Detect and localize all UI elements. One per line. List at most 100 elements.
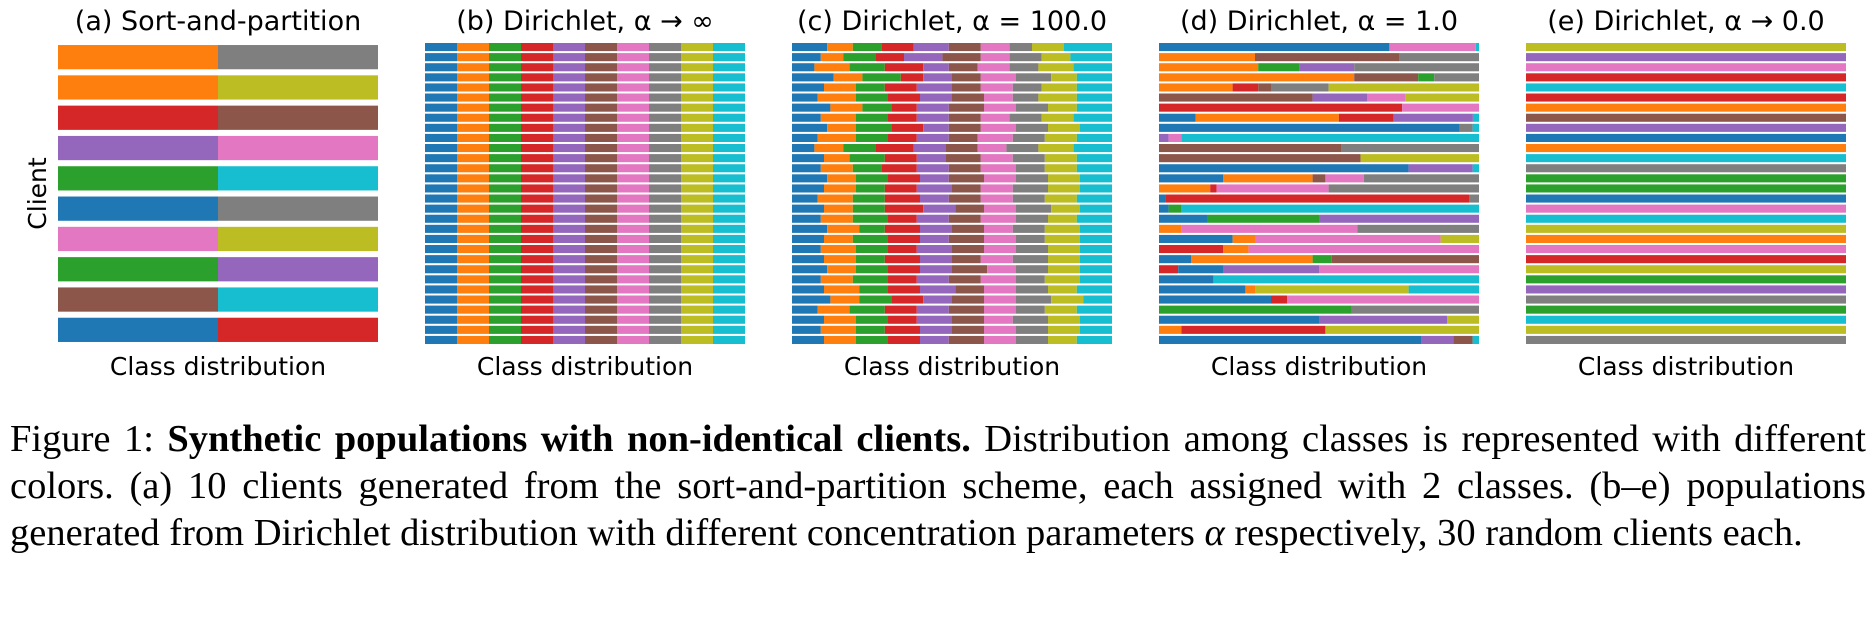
bar-segment <box>955 285 984 294</box>
bar-segment <box>923 63 949 72</box>
bar-segment <box>1434 73 1479 82</box>
bar-segment <box>681 204 713 213</box>
bar-segment <box>1048 335 1077 344</box>
bar-segment <box>1159 265 1179 274</box>
bar-segment <box>980 275 1016 284</box>
bar-segment <box>1159 275 1214 284</box>
bar-segment <box>585 43 617 52</box>
bar-segment <box>218 166 378 191</box>
bar-segment <box>457 83 489 92</box>
bar-segment <box>489 174 521 183</box>
bar-segment <box>1402 103 1479 112</box>
bar-segment <box>827 265 856 274</box>
bar-segment <box>681 73 713 82</box>
bar-segment <box>792 214 821 223</box>
bar-segment <box>713 285 745 294</box>
bar-segment <box>916 154 946 163</box>
bar-segment <box>1213 275 1479 284</box>
bar-segment <box>980 83 1013 92</box>
bar-segment <box>884 325 920 334</box>
bar-segment <box>820 245 856 254</box>
bar-segment <box>856 325 885 334</box>
bar-segment <box>649 123 681 132</box>
bar-segment <box>849 154 885 163</box>
bar-segment <box>824 255 856 264</box>
bar-segment <box>884 83 917 92</box>
bar-segment <box>1526 73 1846 82</box>
caption-text-1: Distribution among classes is represente… <box>10 418 1867 554</box>
bar-segment <box>792 194 818 203</box>
bar-segment <box>1159 184 1211 193</box>
bar-segment <box>553 133 585 142</box>
bar-segment <box>617 133 649 142</box>
bar-segment <box>1041 113 1074 122</box>
bar-segment <box>1325 325 1479 334</box>
bar-segment <box>980 194 1013 203</box>
bar-segment <box>521 305 553 314</box>
bar-segment <box>457 194 489 203</box>
bar-segment <box>521 214 553 223</box>
bar-segment <box>425 164 457 173</box>
bar-segment <box>1009 63 1039 72</box>
bar-segment <box>521 335 553 344</box>
bar-segment <box>218 45 378 70</box>
bar-segment <box>649 245 681 254</box>
bar-segment <box>792 184 824 193</box>
bar-segment <box>1408 164 1473 173</box>
bar-segment <box>521 315 553 324</box>
bar-segment <box>457 133 489 142</box>
bar-segment <box>888 113 917 122</box>
bar-segment <box>1080 184 1112 193</box>
bar-segment <box>681 285 713 294</box>
bar-segment <box>1319 214 1479 223</box>
bar-segment <box>553 315 585 324</box>
bar-segment <box>792 144 815 153</box>
bar-segment <box>884 63 924 72</box>
bar-segment <box>849 63 885 72</box>
bar-segment <box>713 73 745 82</box>
bar-segment <box>1299 63 1355 72</box>
bar-segment <box>980 123 1016 132</box>
bar-segment <box>489 103 521 112</box>
bar-segment <box>1526 265 1846 274</box>
bar-segment <box>1440 234 1479 243</box>
bar-segment <box>425 194 457 203</box>
bar-segment <box>792 295 831 304</box>
bar-segment <box>1526 245 1846 254</box>
bar-segment <box>1159 63 1259 72</box>
bar-segment <box>1389 43 1476 52</box>
bar-segment <box>830 295 860 304</box>
bar-segment <box>952 93 984 102</box>
bar-segment <box>425 93 457 102</box>
bar-segment <box>649 53 681 62</box>
bar-segment <box>948 63 978 72</box>
bar-segment <box>681 93 713 102</box>
bar-segment <box>553 285 585 294</box>
bar-segment <box>916 164 949 173</box>
bar-segment <box>681 305 713 314</box>
bar-segment <box>888 214 917 223</box>
bar-segment <box>792 315 824 324</box>
bar-segment <box>875 144 914 153</box>
bar-segment <box>681 234 713 243</box>
bar-segment <box>980 214 1016 223</box>
bar-segment <box>1080 315 1112 324</box>
caption-prefix: Figure 1: <box>10 418 168 460</box>
bar-segment <box>553 53 585 62</box>
bar-segment <box>681 214 713 223</box>
bar-segment <box>681 164 713 173</box>
bar-segment <box>833 73 863 82</box>
bar-segment <box>218 105 378 130</box>
bar-segment <box>553 305 585 314</box>
bar-segment <box>945 144 978 153</box>
bar-segment <box>457 325 489 334</box>
bar-segment <box>425 83 457 92</box>
bar-segment <box>489 335 521 344</box>
bar-segment <box>489 194 521 203</box>
bar-segment <box>585 265 617 274</box>
bar-segment <box>521 285 553 294</box>
figure-caption: Figure 1: Synthetic populations with non… <box>10 416 1866 557</box>
bar-segment <box>617 305 649 314</box>
bar-segment <box>1016 123 1048 132</box>
bar-segment <box>553 325 585 334</box>
